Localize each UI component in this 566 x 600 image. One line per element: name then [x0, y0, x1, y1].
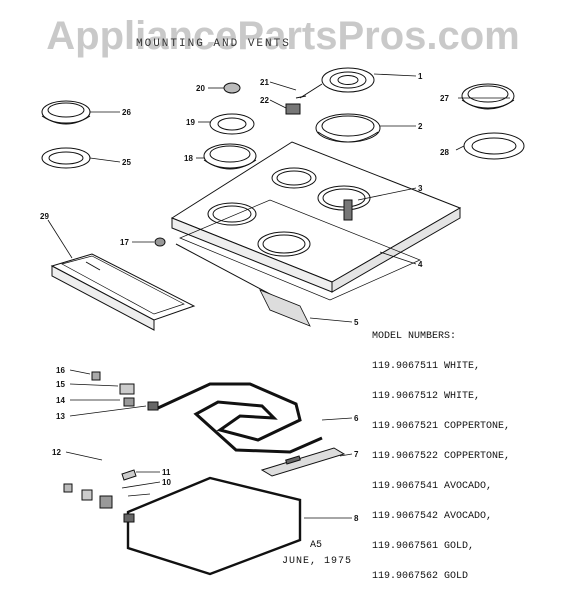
- model-number-line: 119.9067522 COPPERTONE,: [372, 451, 511, 462]
- publication-date: JUNE, 1975: [282, 556, 353, 567]
- callout-4: 4: [418, 260, 423, 269]
- model-number-line: 119.9067521 COPPERTONE,: [372, 421, 511, 432]
- broil-element: [126, 476, 302, 576]
- callout-19: 19: [186, 118, 195, 127]
- callout-6: 6: [354, 414, 359, 423]
- model-number-line: 119.9067511 WHITE,: [372, 361, 481, 372]
- model-numbers-header: MODEL NUMBERS:: [372, 331, 457, 342]
- callout-5: 5: [354, 318, 359, 327]
- surface-element: [299, 67, 375, 99]
- spacer-clip: [223, 82, 241, 94]
- callout-1: 1: [418, 72, 423, 81]
- callout-11: 11: [162, 468, 171, 477]
- terminals-upper: [91, 371, 159, 411]
- callout-27: 27: [440, 94, 449, 103]
- trim-ring-right: [463, 132, 525, 160]
- element-bracket: [260, 447, 346, 477]
- model-number-line: 119.9067541 AVOCADO,: [372, 481, 493, 492]
- callout-28: 28: [440, 148, 449, 157]
- diagram-subtitle: MOUNTING AND VENTS: [136, 38, 291, 50]
- callout-21: 21: [260, 78, 269, 87]
- callout-22: 22: [260, 96, 269, 105]
- drip-pan-large: [315, 113, 381, 143]
- callout-17: 17: [120, 238, 129, 247]
- model-number-line: 119.9067562 GOLD: [372, 571, 469, 582]
- callout-15: 15: [56, 380, 65, 389]
- callout-7: 7: [354, 450, 359, 459]
- callout-20: 20: [196, 84, 205, 93]
- bake-element: [157, 382, 323, 454]
- callout-13: 13: [56, 412, 65, 421]
- callout-29: 29: [40, 212, 49, 221]
- callout-25: 25: [122, 158, 131, 167]
- terminal-block: [285, 95, 307, 115]
- callout-10: 10: [162, 478, 171, 487]
- callout-2: 2: [418, 122, 423, 131]
- drip-pan-small: [203, 143, 257, 170]
- callout-14: 14: [56, 396, 65, 405]
- callout-16: 16: [56, 366, 65, 375]
- broiler-pan: [50, 253, 196, 331]
- callout-12: 12: [52, 448, 61, 457]
- terminals-lower: [63, 469, 137, 523]
- model-number-line: 119.9067542 AVOCADO,: [372, 511, 493, 522]
- drip-pan-left: [41, 100, 91, 125]
- callout-8: 8: [354, 514, 359, 523]
- surface-element-small: [209, 113, 255, 135]
- model-numbers: MODEL NUMBERS: 119.9067511 WHITE, 119.90…: [372, 312, 510, 592]
- model-number-line: 119.9067512 WHITE,: [372, 391, 481, 402]
- callout-18: 18: [184, 154, 193, 163]
- callout-26: 26: [122, 108, 131, 117]
- watermark: AppliancePartsPros.com: [46, 14, 520, 58]
- leader-lines: [47, 73, 510, 519]
- callout-3: 3: [418, 184, 423, 193]
- screw: [154, 237, 166, 247]
- model-number-line: 119.9067561 GOLD,: [372, 541, 475, 552]
- cooktop-body: [170, 141, 462, 327]
- trim-ring-left: [41, 147, 91, 169]
- drip-pan-right: [461, 83, 515, 110]
- page-label: A5: [310, 540, 323, 551]
